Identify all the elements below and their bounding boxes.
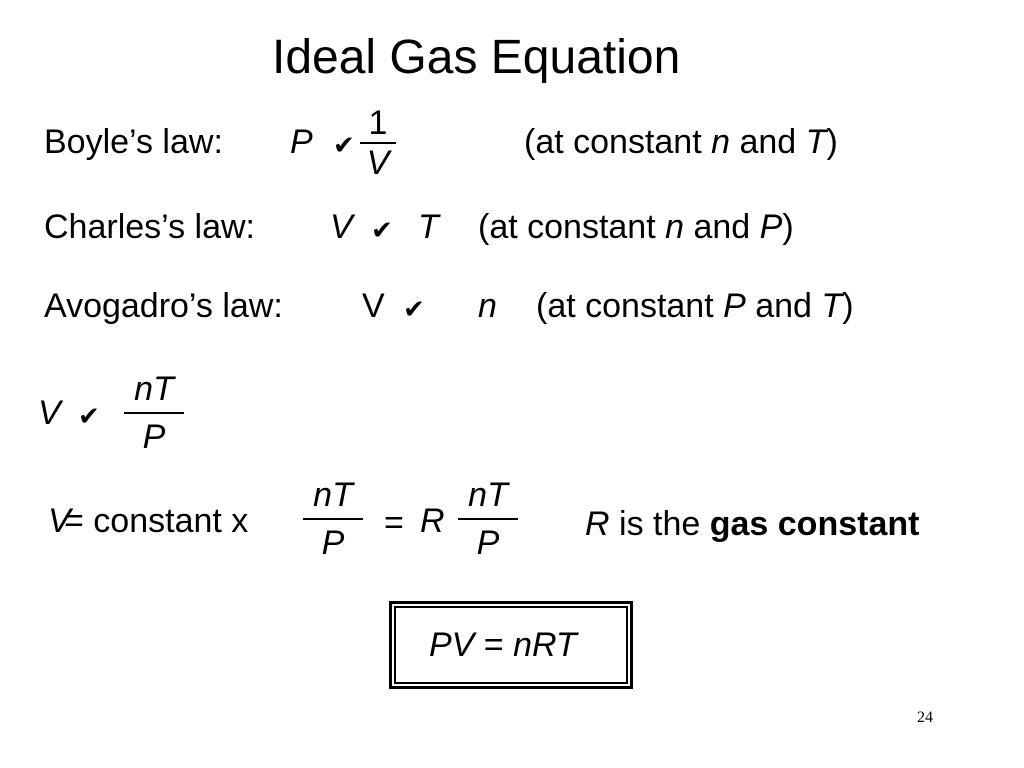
constant-eq-frac2-num: nT (468, 476, 508, 514)
boyle-frac-bar (360, 142, 396, 144)
page-number: 24 (917, 709, 933, 726)
boyle-frac-den: V (366, 144, 390, 182)
gas-constant-r: R (585, 505, 610, 543)
combined-frac-bar (124, 412, 184, 414)
constant-eq-frac1-bar (303, 518, 363, 520)
ideal-gas-law: PV = nRT (429, 626, 577, 664)
constant-eq-frac1-den: P (321, 524, 345, 562)
boyle-proportional-icon: ✔ (333, 131, 355, 161)
avogadro-condition: (at constant P and T) (536, 287, 854, 325)
charles-condition: (at constant n and P) (478, 208, 794, 246)
page-title: Ideal Gas Equation (272, 31, 681, 84)
ideal-gas-law-box-outer (389, 601, 633, 689)
gas-constant-note: R is the gas constant (585, 505, 920, 543)
constant-eq-frac2-den: P (476, 524, 500, 562)
ideal-gas-law-box-inner (394, 606, 628, 684)
boyle-law-label: Boyle’s law: (44, 123, 223, 161)
constant-eq-frac2-bar (458, 518, 518, 520)
avogadro-law-label: Avogadro’s law: (44, 287, 283, 325)
charles-proportional-icon: ✔ (371, 216, 393, 246)
constant-eq-fraction-1: nT P (303, 478, 363, 560)
boyle-frac-num: 1 (368, 104, 388, 142)
avogadro-lhs: V (362, 287, 385, 325)
charles-law-label: Charles’s law: (44, 208, 256, 246)
avogadro-rhs: n (478, 287, 497, 325)
boyle-condition: (at constant n and T) (524, 123, 838, 161)
charles-rhs: T (418, 208, 439, 246)
charles-lhs: V (330, 208, 353, 246)
constant-eq-constant-text: = constant x (64, 502, 249, 540)
combined-frac-den: P (142, 418, 166, 456)
combined-proportional-icon: ✔ (78, 402, 100, 432)
combined-lhs: V (38, 394, 61, 432)
boyle-fraction: 1 V (360, 106, 396, 180)
constant-eq-lhs: V (48, 502, 71, 540)
combined-frac-num: nT (134, 370, 174, 408)
ideal-gas-law-rhs: nRT (513, 626, 577, 664)
constant-eq-frac1-num: nT (313, 476, 353, 514)
combined-fraction: nT P (124, 372, 184, 454)
avogadro-proportional-icon: ✔ (403, 295, 425, 325)
boyle-lhs: P (290, 123, 313, 161)
ideal-gas-law-lhs: PV (429, 626, 475, 664)
constant-eq-fraction-2: nT P (458, 478, 518, 560)
constant-eq-equals: = (384, 504, 404, 542)
gas-constant-bold: gas constant (709, 505, 920, 543)
constant-eq-r: R (420, 502, 445, 540)
